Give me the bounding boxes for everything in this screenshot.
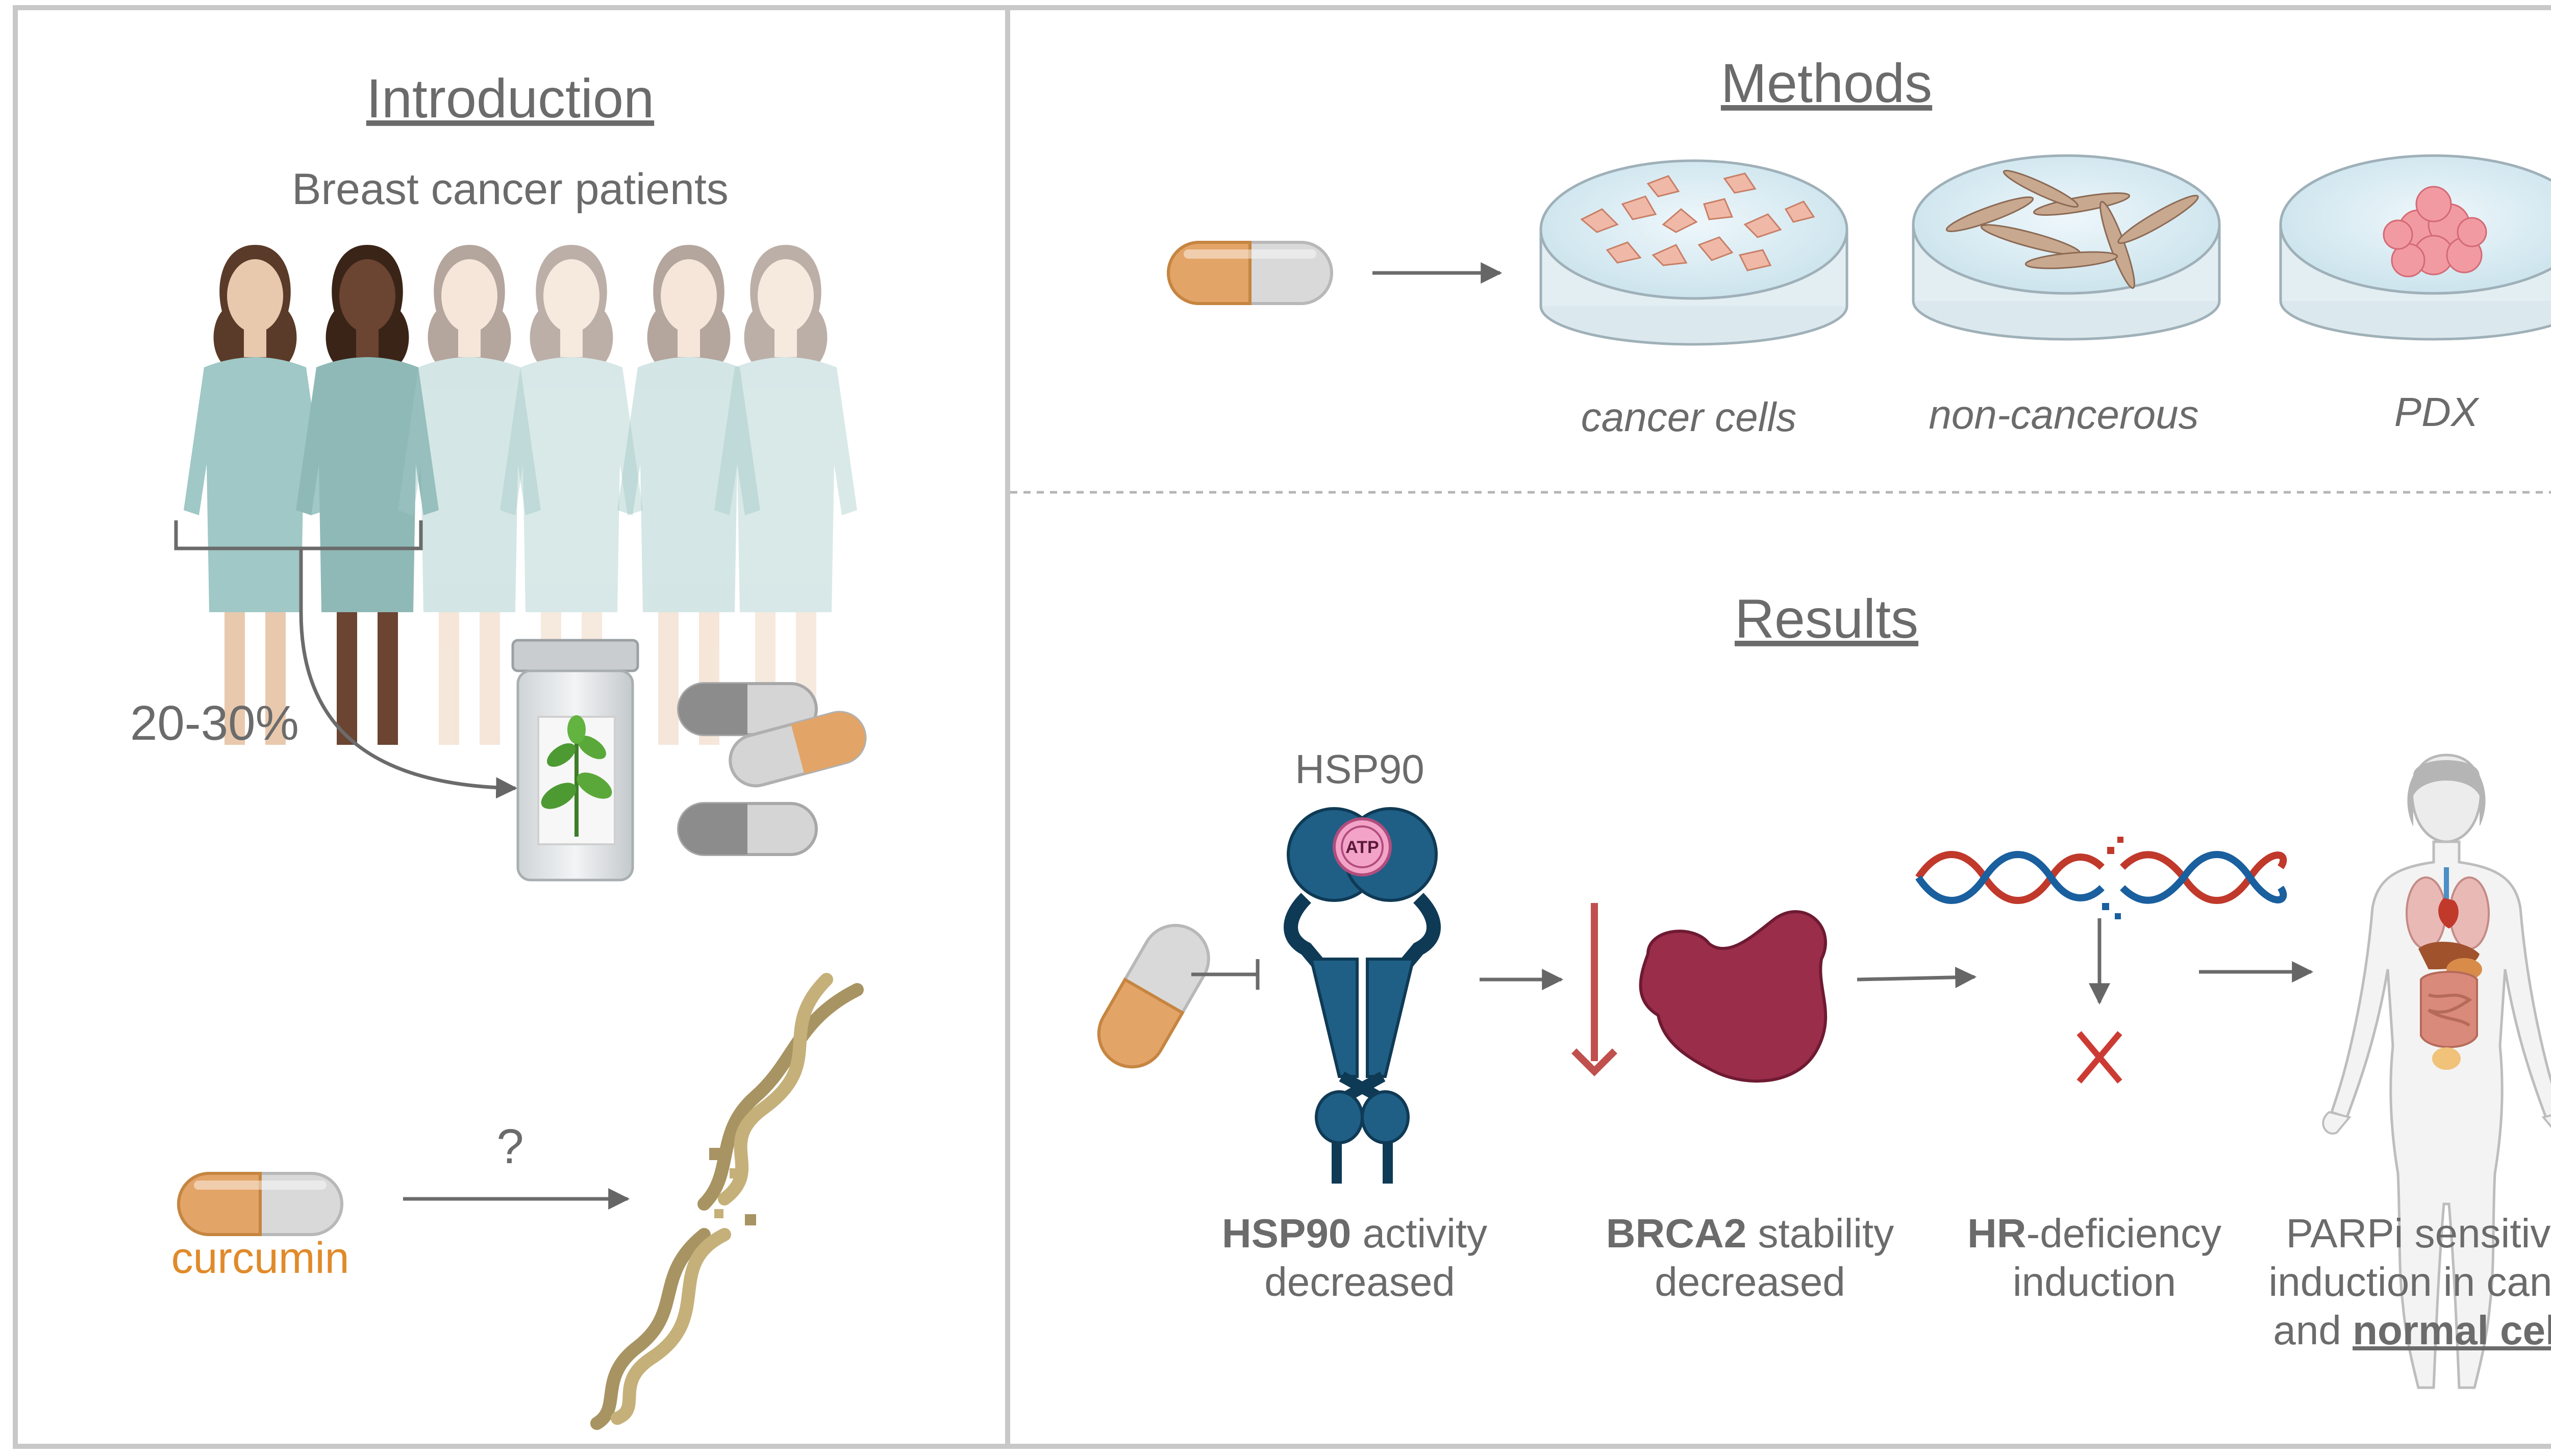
petri-dish-noncancerous <box>1912 154 2221 341</box>
caption-hr-line2: induction <box>2013 1259 2176 1304</box>
supplement-jar-icon <box>511 639 639 882</box>
human-body-icon <box>2322 754 2551 1389</box>
dish-label-noncancerous: non-cancerous <box>1929 392 2198 437</box>
caption-hsp90-bold: HSP90 <box>1222 1211 1351 1256</box>
curcumin-label: curcumin <box>171 1234 349 1283</box>
caption-hr-bold: HR <box>1967 1211 2027 1256</box>
results-title: Results <box>1735 588 1918 649</box>
outer-border <box>13 5 2551 1449</box>
caption-hsp90-rest: activity <box>1351 1211 1487 1256</box>
capsule-icon <box>1097 923 1210 1069</box>
results-arrow-2 <box>1857 966 1977 988</box>
caption-brca2-line1: BRCA2 stability <box>1606 1211 1894 1256</box>
petri-dish-pdx <box>2279 154 2551 341</box>
brca2-protein-icon <box>1639 910 1828 1083</box>
caption-brca2-line2: decreased <box>1655 1259 1845 1304</box>
decrease-arrow-head <box>1571 1048 1617 1076</box>
patients-bracket <box>174 520 423 550</box>
petri-dish-cancer <box>1539 159 1848 346</box>
dish-label-cancer: cancer cells <box>1581 394 1796 440</box>
atp-label: ATP <box>1345 838 1379 857</box>
caption-hr-line1: HR-deficiency <box>1967 1211 2221 1256</box>
cross-icon <box>2077 1031 2122 1084</box>
hsp90-label: HSP90 <box>1295 746 1424 792</box>
caption-brca2-rest: stability <box>1746 1211 1894 1256</box>
capsule-icon <box>1168 242 1332 304</box>
caption-parpi-pre: and <box>2273 1308 2353 1353</box>
curved-arrow <box>299 548 518 799</box>
caption-parpi-line3: and normal cells! <box>2273 1308 2551 1353</box>
caption-parpi-line2: induction in cancer <box>2268 1259 2551 1304</box>
introduction-title: Introduction <box>366 67 654 129</box>
patients-label: Breast cancer patients <box>292 165 729 214</box>
dish-label-pdx: PDX <box>2394 389 2480 435</box>
caption-parpi-line1: PARPi sensitivity <box>2286 1211 2551 1256</box>
percent-label: 20-30% <box>130 696 299 750</box>
caption-hsp90-line1: HSP90 activity <box>1222 1211 1487 1256</box>
caption-hr-rest: -deficiency <box>2027 1211 2221 1256</box>
broken-dna-icon <box>590 973 864 1430</box>
capsule-icon <box>679 804 816 855</box>
capsule-icon <box>729 711 867 788</box>
methods-title: Methods <box>1721 52 1932 114</box>
dna-break-icon <box>1915 837 2287 919</box>
question-mark: ? <box>496 1119 523 1174</box>
caption-brca2-bold: BRCA2 <box>1606 1211 1747 1256</box>
caption-hsp90-line2: decreased <box>1264 1259 1455 1304</box>
atp-badge-ring <box>1341 825 1384 868</box>
curcumin-capsule-icon <box>179 1173 342 1235</box>
caption-parpi-bold: normal cells! <box>2353 1308 2551 1353</box>
